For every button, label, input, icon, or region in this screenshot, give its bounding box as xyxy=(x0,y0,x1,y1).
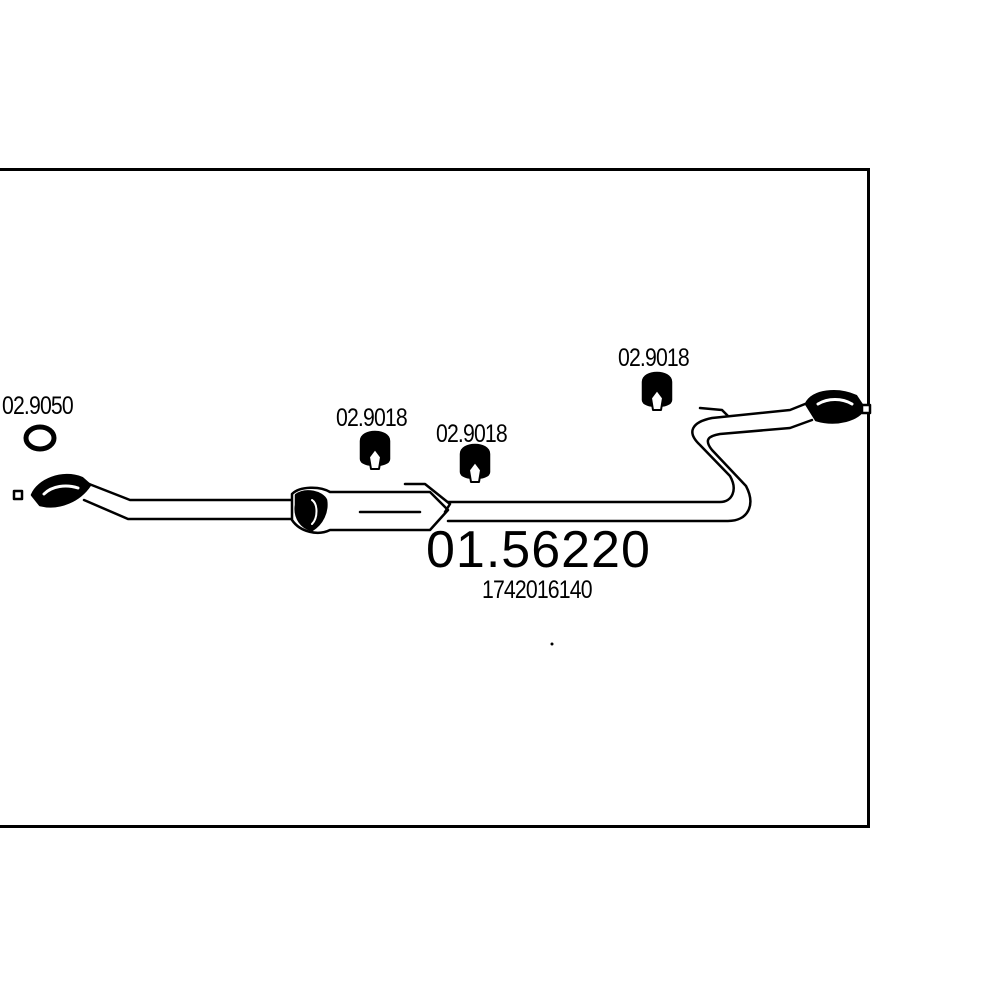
rear-connector-icon xyxy=(860,403,872,415)
ring-ref-label: 02.9050 xyxy=(2,392,74,420)
diagram-frame xyxy=(0,168,870,828)
front-flange-icon xyxy=(30,473,92,508)
hanger1-ref-label: 02.9018 xyxy=(336,404,408,432)
hanger2-ref-label: 02.9018 xyxy=(436,420,508,448)
muffler xyxy=(290,482,452,534)
hanger-icon xyxy=(459,443,491,483)
dot-mark xyxy=(550,642,554,646)
front-connector-icon xyxy=(12,489,24,501)
hanger-icon xyxy=(359,430,391,470)
part-number: 01.56220 xyxy=(426,521,651,579)
hanger3-ref-label: 02.9018 xyxy=(618,344,690,372)
rear-flange-icon xyxy=(804,390,866,424)
front-pipe xyxy=(82,480,302,521)
hanger-icon xyxy=(641,371,673,411)
rear-pipe xyxy=(446,400,814,523)
ring-icon xyxy=(23,424,57,452)
oem-number: 1742016140 xyxy=(482,576,593,604)
